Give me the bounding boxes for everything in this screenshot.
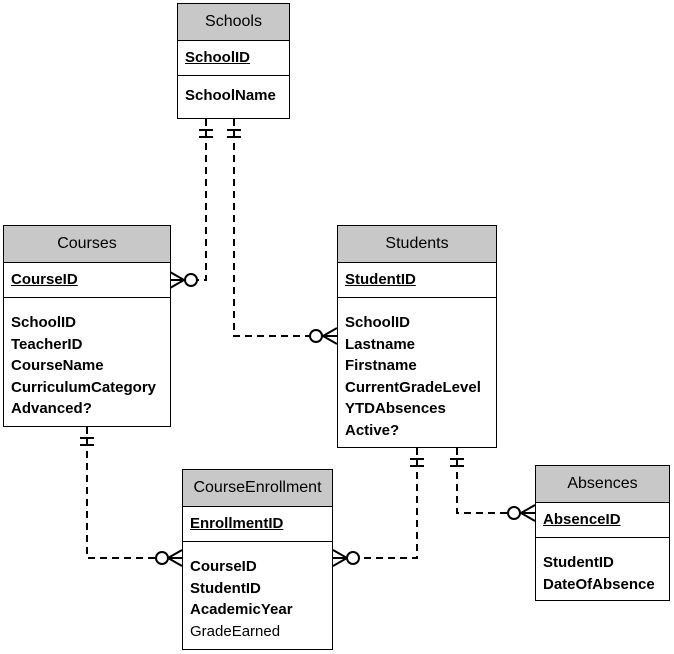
relationship-students-enrollment <box>332 448 424 567</box>
attribute: SchoolID <box>11 314 77 331</box>
entity-title: Absences <box>536 466 669 503</box>
primary-key: AbsenceID <box>536 503 669 538</box>
zero-mark <box>155 551 169 565</box>
attribute: StudentID <box>190 579 261 597</box>
relationship-schools-students <box>227 119 338 345</box>
entity-title: Students <box>338 226 496 263</box>
attribute-list: StudentID DateOfAbsence <box>536 538 669 601</box>
attribute: StudentID <box>543 554 614 571</box>
crow-foot-mark <box>322 335 338 345</box>
crow-foot-mark <box>520 504 536 514</box>
primary-key: SchoolID <box>178 41 289 76</box>
attribute: Lastname <box>345 335 416 353</box>
crow-foot-mark <box>167 549 183 559</box>
entity-absences[interactable]: Absences AbsenceID StudentID DateOfAbsen… <box>535 465 670 601</box>
entity-schools[interactable]: Schools SchoolID SchoolName <box>177 3 290 119</box>
attribute: TeacherID <box>11 335 83 353</box>
entity-title: Schools <box>178 4 289 41</box>
attribute-list: SchoolName <box>178 76 289 113</box>
attribute: CurriculumCategory <box>11 378 157 396</box>
entity-title: Courses <box>4 226 170 263</box>
zero-mark <box>507 506 521 520</box>
crow-foot-mark <box>169 279 185 289</box>
crow-foot-mark <box>169 271 185 281</box>
attribute: DateOfAbsence <box>543 575 655 593</box>
crow-foot-mark <box>520 512 536 522</box>
attribute: SchoolName <box>185 87 276 104</box>
crow-foot-mark <box>167 557 183 567</box>
attribute: AcademicYear <box>190 601 293 618</box>
attribute: Active? <box>345 421 400 439</box>
entity-course-enrollment[interactable]: CourseEnrollment EnrollmentID CourseID S… <box>182 469 333 650</box>
primary-key: StudentID <box>338 263 496 298</box>
zero-mark <box>309 329 323 343</box>
attribute: Firstname <box>345 357 417 374</box>
relationship-schools-courses <box>169 119 213 289</box>
attribute: SchoolID <box>345 314 411 331</box>
crow-foot-mark <box>332 549 348 559</box>
attribute: CourseName <box>11 357 104 374</box>
crow-foot-mark <box>332 557 348 567</box>
primary-key: CourseID <box>4 263 170 298</box>
attribute: GradeEarned <box>190 622 281 640</box>
attribute: CourseID <box>190 558 257 575</box>
entity-courses[interactable]: Courses CourseID SchoolID TeacherID Cour… <box>3 225 171 427</box>
attribute: YTDAbsences <box>345 400 446 417</box>
crow-foot-mark <box>322 327 338 337</box>
zero-mark <box>346 551 360 565</box>
zero-mark <box>184 273 198 287</box>
relationship-students-absences <box>450 448 536 522</box>
attribute-list: CourseID StudentID AcademicYear GradeEar… <box>183 542 332 648</box>
attribute: Advanced? <box>11 400 92 417</box>
primary-key: EnrollmentID <box>183 507 332 542</box>
attribute: CurrentGradeLevel <box>345 378 481 396</box>
relationship-courses-enrollment <box>80 427 183 567</box>
entity-students[interactable]: Students StudentID SchoolID Lastname Fir… <box>337 225 497 448</box>
attribute-list: SchoolID TeacherID CourseName Curriculum… <box>4 298 170 426</box>
attribute-list: SchoolID Lastname Firstname CurrentGrade… <box>338 298 496 447</box>
entity-title: CourseEnrollment <box>183 470 332 507</box>
